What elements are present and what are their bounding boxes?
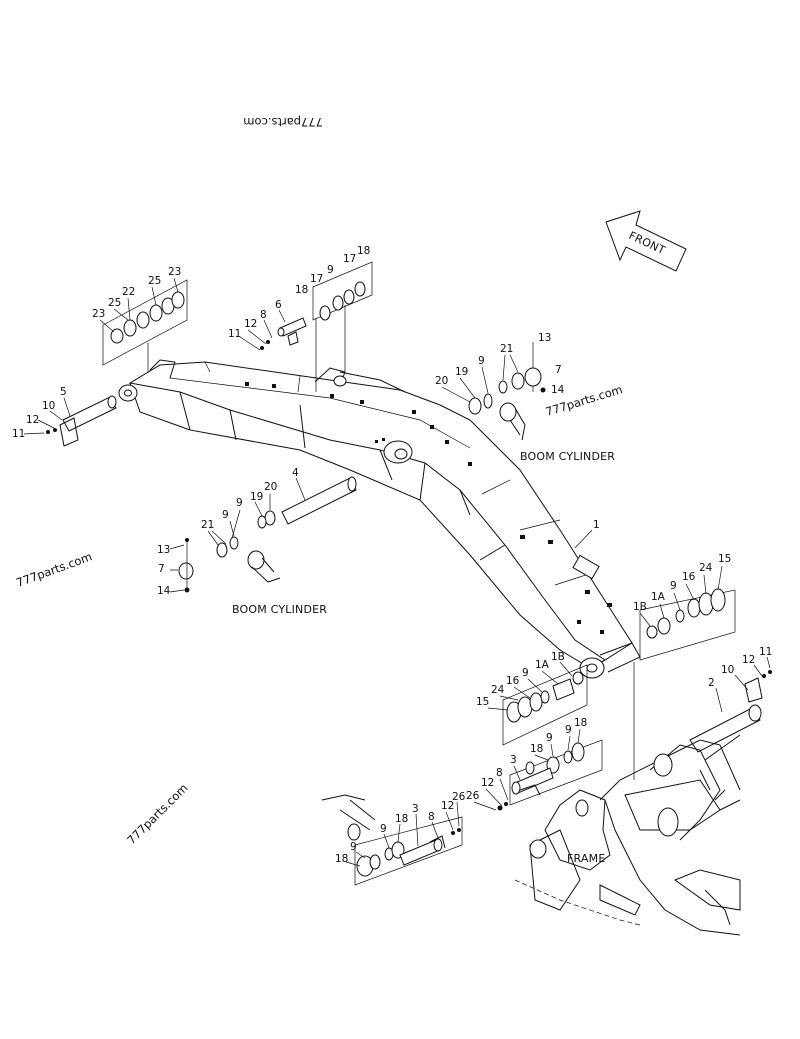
boom-cylinder-right-label: BOOM CYLINDER: [520, 450, 615, 463]
callout-23: 23: [168, 266, 181, 278]
callout-6: 6: [275, 299, 282, 311]
callout-24: 24: [491, 684, 505, 696]
callout-26: 26: [466, 790, 480, 802]
callout-1B: 1B: [633, 601, 647, 613]
callout-12: 12: [26, 414, 39, 426]
callout-24: 24: [699, 562, 713, 574]
callout-19: 19: [455, 366, 468, 378]
callout-17: 17: [310, 273, 323, 285]
callout-15: 15: [476, 696, 489, 708]
watermark-mirrored: 777parts.com: [243, 115, 323, 129]
callout-5: 5: [60, 386, 67, 398]
callout-21: 21: [201, 519, 214, 531]
callout-20: 20: [435, 375, 448, 387]
callout-9: 9: [380, 823, 387, 835]
callout-9: 9: [522, 667, 529, 679]
callout-9: 9: [222, 509, 229, 521]
callout-25: 25: [148, 275, 161, 287]
callout-18: 18: [295, 284, 308, 296]
callout-21: 21: [500, 343, 513, 355]
callout-9: 9: [236, 497, 243, 509]
callout-8: 8: [496, 767, 503, 779]
callout-23: 23: [92, 308, 105, 320]
callout-18: 18: [357, 245, 370, 257]
left-foot-bushing-group: 1B 1A 9 16 24 15: [476, 651, 588, 746]
callout-11: 11: [12, 428, 25, 440]
callout-16: 16: [682, 571, 696, 583]
front-arrow-icon: FRONT: [605, 210, 687, 272]
callout-17: 17: [343, 253, 356, 265]
top-pin-group: 18 17 9 17 18 6 8 12 11: [228, 245, 373, 392]
callout-25: 25: [108, 297, 121, 309]
callout-9: 9: [546, 732, 553, 744]
callout-3: 3: [510, 754, 517, 766]
callout-10: 10: [721, 664, 734, 676]
boom-body: [118, 359, 641, 679]
callout-3: 3: [412, 803, 419, 815]
frame-label: FRAME: [567, 852, 606, 865]
callout-13: 13: [157, 544, 170, 556]
callout-12: 12: [441, 800, 454, 812]
callout-18: 18: [530, 743, 543, 755]
callout-14: 14: [157, 585, 171, 597]
callout-13: 13: [538, 332, 551, 344]
callout-9: 9: [565, 724, 572, 736]
callout-12: 12: [742, 654, 755, 666]
boom-cylinder-left-label: BOOM CYLINDER: [232, 603, 327, 616]
callout-7: 7: [158, 563, 165, 575]
callout-15: 15: [718, 553, 731, 565]
callout-10: 10: [42, 400, 55, 412]
callout-7: 7: [555, 364, 562, 376]
callout-20: 20: [264, 481, 277, 493]
callout-14: 14: [551, 384, 565, 396]
callout-1A: 1A: [651, 591, 666, 603]
callout-16: 16: [506, 675, 520, 687]
callout-1A: 1A: [535, 659, 550, 671]
callout-1: 1: [593, 519, 600, 531]
callout-19: 19: [250, 491, 263, 503]
callout-18: 18: [335, 853, 348, 865]
callout-9: 9: [327, 264, 334, 276]
callout-2: 2: [708, 677, 715, 689]
frame-right-pin-group: 9 18 9 18 3 8 12 26: [466, 717, 603, 811]
watermark-left: 777parts.com: [14, 549, 94, 589]
callout-9: 9: [670, 580, 677, 592]
callout-26: 26: [452, 791, 466, 803]
watermark-bottom-left: 777parts.com: [124, 781, 190, 847]
frame: FRAME: [514, 734, 741, 936]
callout-12: 12: [481, 777, 494, 789]
callout-8: 8: [260, 309, 267, 321]
callout-18: 18: [395, 813, 408, 825]
callout-4: 4: [292, 467, 299, 479]
callout-9: 9: [350, 841, 357, 853]
top-left-washer-group: 23 22 25 23 25: [92, 266, 188, 372]
right-foot-bushing-group: 15 24 16 9 1A 1B: [633, 553, 736, 780]
callout-11: 11: [228, 328, 241, 340]
callout-9: 9: [478, 355, 485, 367]
frame-left-pin-group: 3 8 12 26 18 9 9 18: [321, 791, 466, 886]
callout-11: 11: [759, 646, 772, 658]
callout-22: 22: [122, 286, 135, 298]
callout-8: 8: [428, 811, 435, 823]
left-pin-group: 5 10 12 11: [12, 386, 117, 447]
boom-holes: [245, 382, 612, 634]
callout-1B: 1B: [551, 651, 565, 663]
right-cylinder-pin-group: 13 21 9 19 20 7 14 BOOM CYLINDER: [435, 332, 615, 463]
callout-12: 12: [244, 318, 257, 330]
pin-2-group: 2 10 12 11: [689, 646, 772, 753]
callout-18: 18: [574, 717, 587, 729]
left-cylinder-pin-group: 4 20 19 9 21 9 13 7 14 BOOM CYLINDER: [157, 467, 357, 616]
